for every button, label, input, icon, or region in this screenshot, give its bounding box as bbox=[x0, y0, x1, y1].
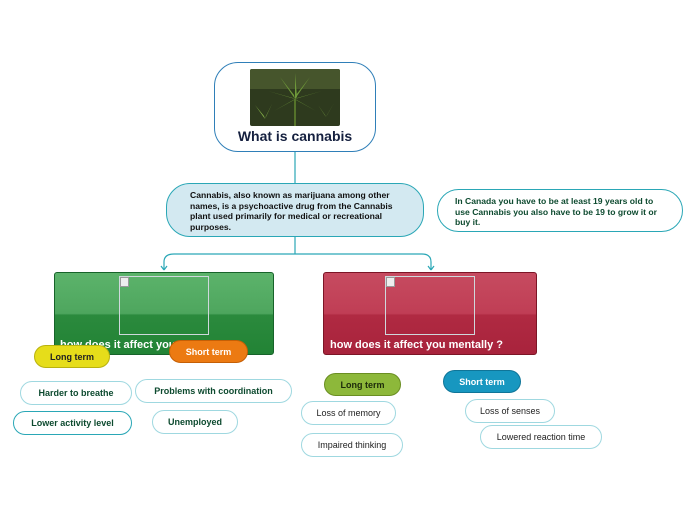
physical-short-term-button[interactable]: Short term bbox=[169, 340, 248, 363]
mental-long-term-button[interactable]: Long term bbox=[324, 373, 401, 396]
broken-image-icon bbox=[120, 277, 129, 287]
canada-note-node[interactable] bbox=[437, 189, 683, 232]
physical-image-placeholder bbox=[119, 276, 209, 335]
list-item[interactable]: Lowered reaction time bbox=[480, 425, 602, 449]
cannabis-image bbox=[250, 69, 340, 126]
list-item[interactable]: Harder to breathe bbox=[20, 381, 132, 405]
canada-note-text: In Canada you have to be at least 19 yea… bbox=[455, 196, 657, 227]
list-item[interactable]: Unemployed bbox=[152, 410, 238, 434]
list-item[interactable]: Loss of memory bbox=[301, 401, 396, 425]
mental-title: how does it affect you mentally ? bbox=[330, 339, 503, 351]
mental-image-placeholder bbox=[385, 276, 475, 335]
list-item[interactable]: Impaired thinking bbox=[301, 433, 403, 457]
definition-node[interactable] bbox=[166, 183, 424, 237]
list-item[interactable]: Loss of senses bbox=[465, 399, 555, 423]
list-item[interactable]: Problems with coordination bbox=[135, 379, 292, 403]
physical-long-term-button[interactable]: Long term bbox=[34, 345, 110, 368]
mental-effects-card[interactable] bbox=[323, 272, 537, 355]
root-title: What is cannabis bbox=[237, 128, 353, 144]
definition-text: Cannabis, also known as marijuana among … bbox=[190, 190, 393, 232]
mental-short-term-button[interactable]: Short term bbox=[443, 370, 521, 393]
broken-image-icon bbox=[386, 277, 395, 287]
list-item[interactable]: Lower activity level bbox=[13, 411, 132, 435]
